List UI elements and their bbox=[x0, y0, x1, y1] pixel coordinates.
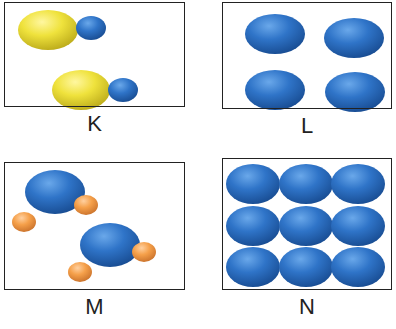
sample-box: K bbox=[4, 2, 185, 107]
molecule-k bbox=[18, 10, 138, 110]
molecule-m bbox=[12, 170, 156, 282]
box-letter: M bbox=[5, 295, 184, 319]
sample-box: M bbox=[4, 162, 185, 290]
box-letter: L bbox=[223, 114, 391, 138]
box-letter: K bbox=[5, 112, 184, 136]
solid-n bbox=[226, 164, 385, 287]
box-letter: N bbox=[223, 295, 391, 319]
atoms-l bbox=[245, 14, 385, 112]
sample-box: N bbox=[222, 158, 392, 290]
sample-box: L bbox=[222, 2, 392, 109]
